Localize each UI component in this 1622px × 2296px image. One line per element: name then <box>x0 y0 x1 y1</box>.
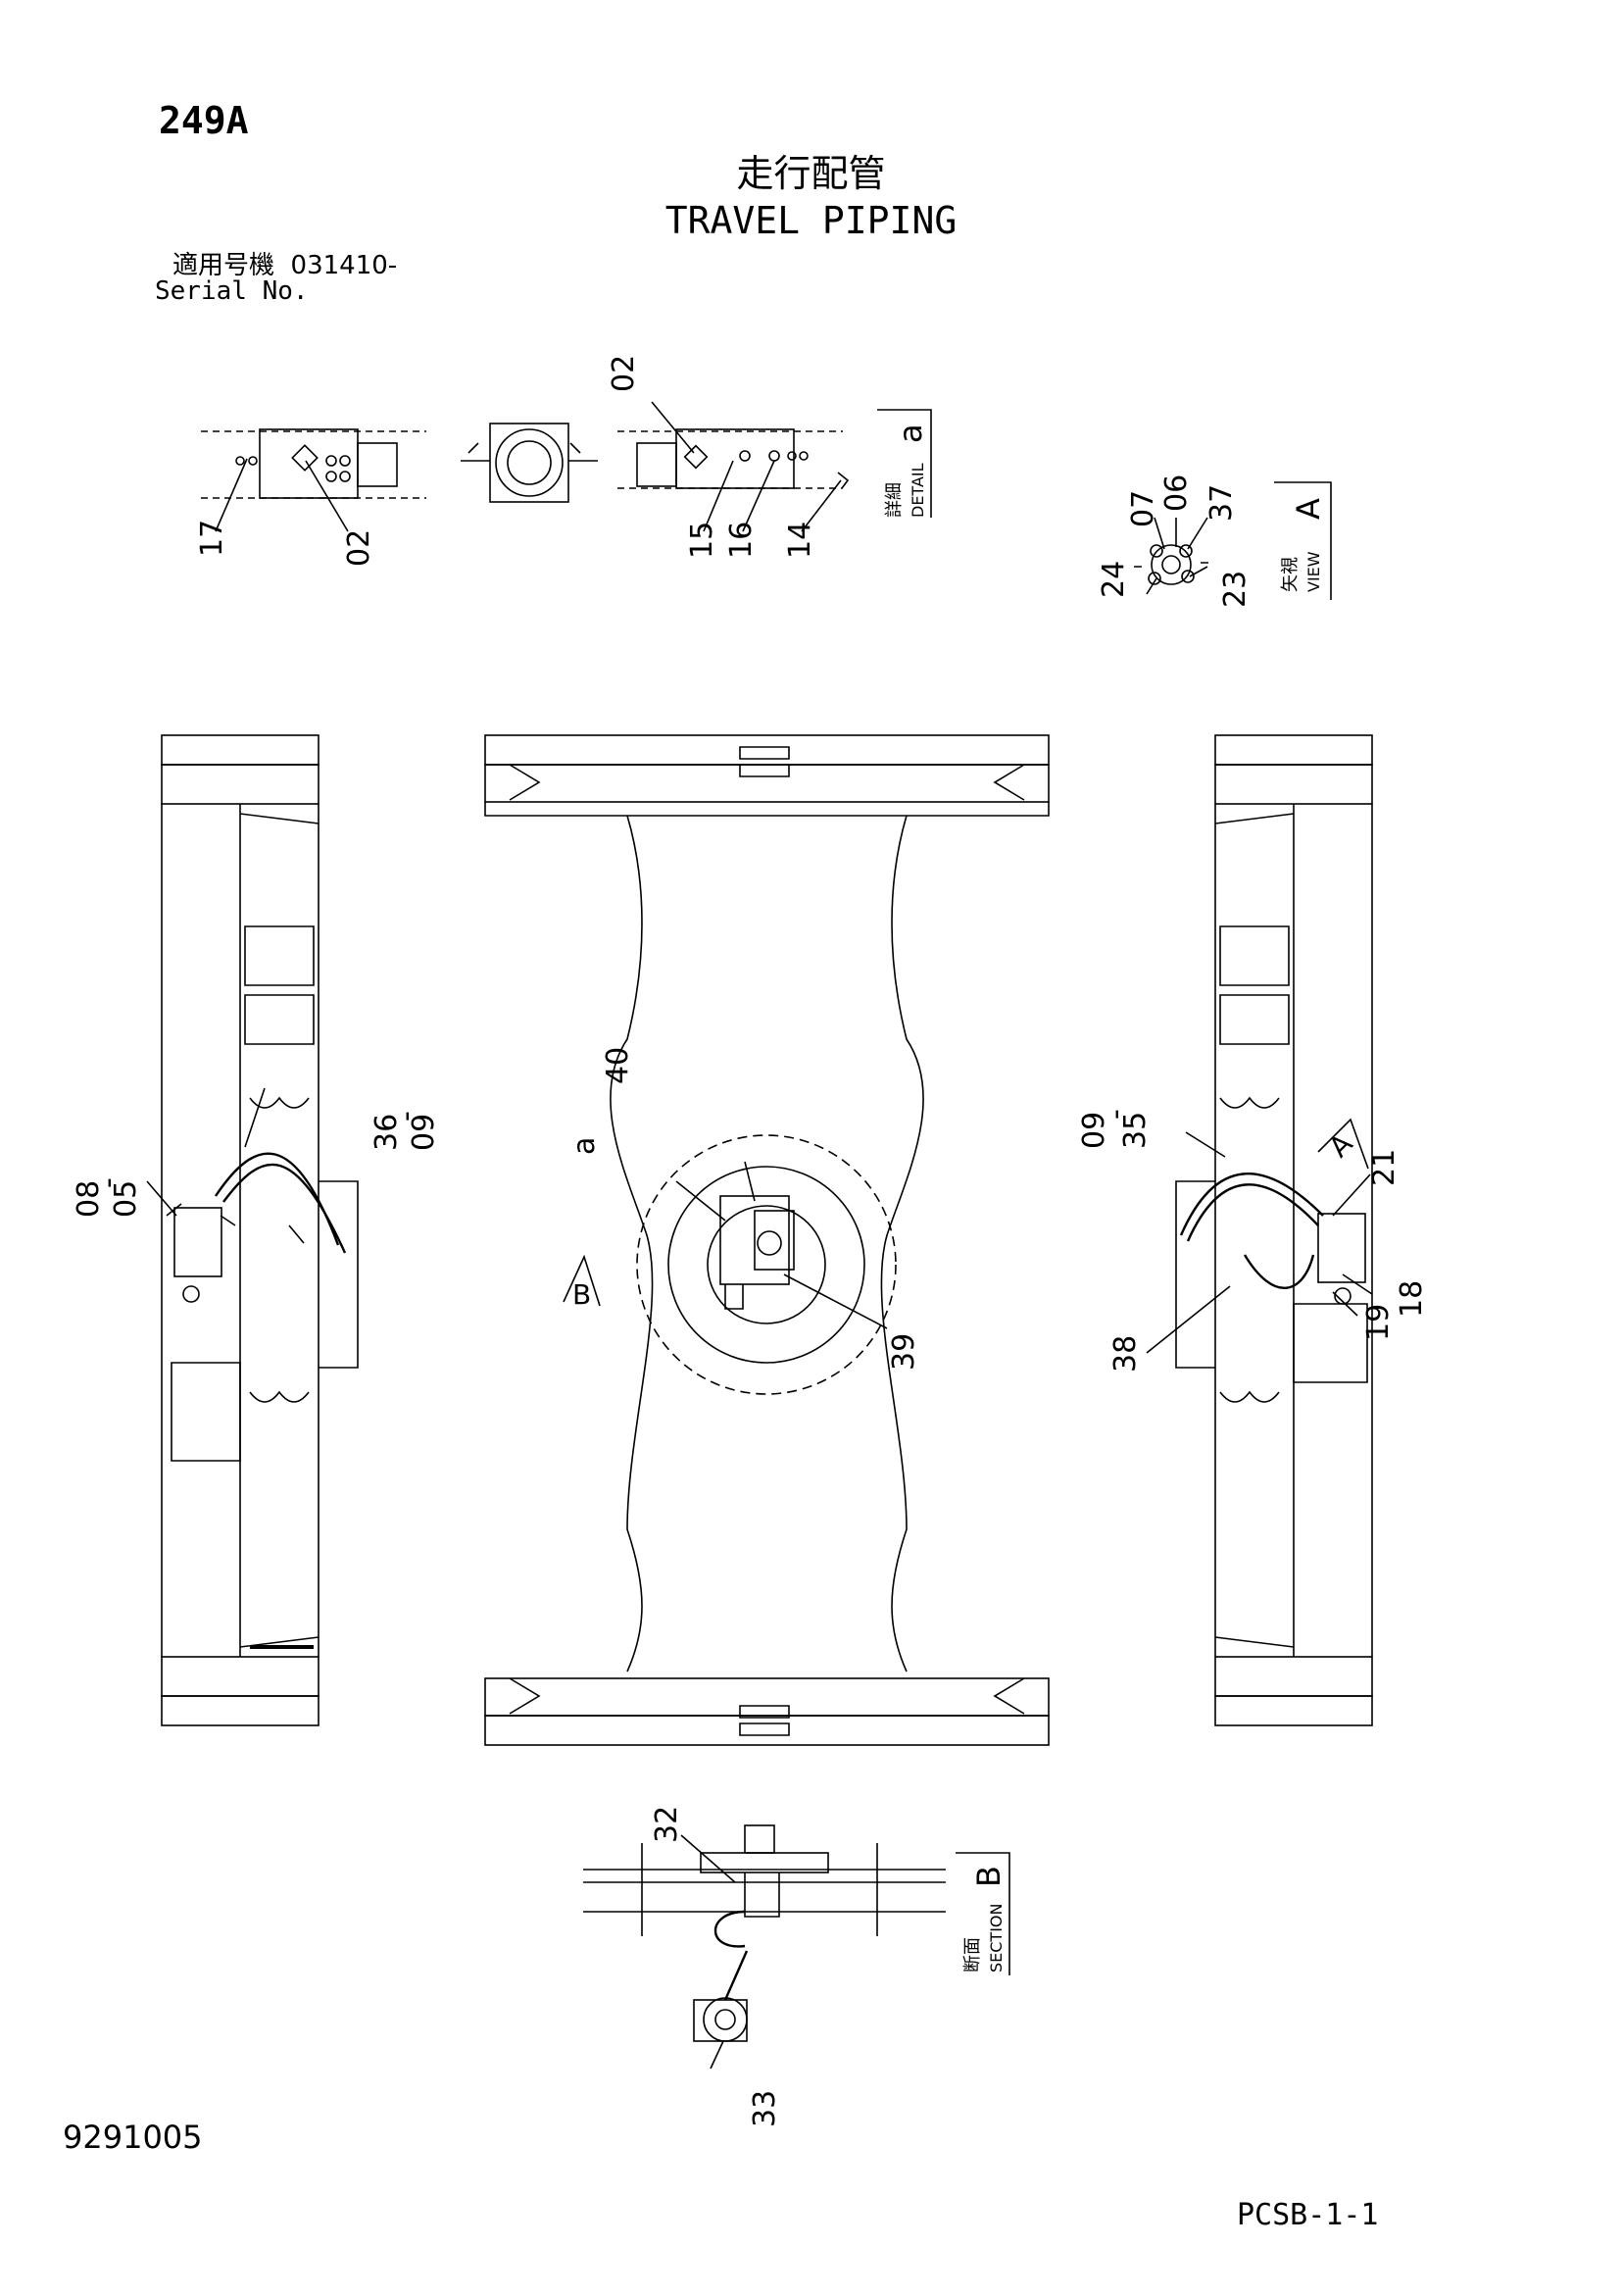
detail-a-views <box>201 401 850 532</box>
section-b-label: 断面 SECTION B <box>956 1852 1010 1975</box>
view-a-figure <box>1134 517 1208 595</box>
serial-value: 031410- <box>290 251 398 280</box>
section-b-callouts: 32 33 <box>650 1806 782 2127</box>
left-callout-separator: - <box>91 1177 125 1188</box>
right-callout: 18 <box>1395 1280 1429 1318</box>
detail-a-label: 詳細 DETAIL a <box>877 409 932 518</box>
detail-callout: 17 <box>195 520 229 557</box>
detail-callout: 02 <box>342 529 376 567</box>
detail-letter: a <box>892 424 929 443</box>
view-marker-a-letter: A <box>1323 1127 1359 1164</box>
view-marker-b: B <box>563 1254 601 1311</box>
drawing-number: 9291005 <box>63 2119 203 2156</box>
center-callout: 39 <box>887 1333 921 1371</box>
serial-number-line: 適用号機 031410- <box>172 253 397 278</box>
view-callout: 06 <box>1159 474 1194 512</box>
serial-label: Serial No. <box>155 276 309 306</box>
page-title: TRAVEL PIPING <box>664 199 958 242</box>
view-label-japanese: 矢視 <box>1280 557 1301 592</box>
view-label: VIEW <box>1304 551 1323 592</box>
left-callout: 09 <box>407 1114 441 1151</box>
right-callout: 21 <box>1367 1149 1401 1186</box>
right-callout: 09 <box>1077 1112 1111 1149</box>
center-callout: 40 <box>601 1047 635 1084</box>
page-title-japanese: 走行配管 <box>736 152 886 195</box>
view-marker-a: A <box>1317 1118 1369 1170</box>
right-side-callouts: 09 35 - 21 18 19 38 <box>1077 1109 1429 1373</box>
right-callout: 38 <box>1108 1335 1143 1373</box>
center-frame <box>484 734 1050 1746</box>
left-callout: 05 <box>109 1180 143 1218</box>
right-callout: 35 <box>1118 1112 1153 1149</box>
detail-label: DETAIL <box>909 463 927 518</box>
section-letter: B <box>970 1866 1008 1887</box>
left-callout: 08 <box>72 1180 106 1218</box>
section-label-japanese: 断面 <box>962 1937 983 1972</box>
detail-callout: 02 <box>607 355 641 392</box>
serial-label-japanese: 適用号機 <box>172 251 275 280</box>
section-b-figure <box>583 1824 946 2070</box>
view-marker-b-letter: B <box>572 1278 591 1311</box>
view-a-label: 矢視 VIEW A <box>1274 481 1332 600</box>
section-callout: 33 <box>748 2090 782 2127</box>
center-callouts: 40 a 39 <box>567 1047 921 1371</box>
view-callout: 07 <box>1126 490 1160 527</box>
view-callout: 37 <box>1204 484 1239 522</box>
detail-callout: 16 <box>724 522 759 559</box>
section-label: SECTION <box>987 1904 1006 1973</box>
detail-callout: 14 <box>783 522 817 559</box>
right-side-frame <box>1146 734 1373 1726</box>
left-side-callouts: 08 05 - 36 09 - <box>72 1111 441 1218</box>
detail-a-callouts: 17 02 02 15 16 14 <box>195 355 817 567</box>
sheet-code: PCSB-1-1 <box>1237 2198 1379 2232</box>
right-callout: 19 <box>1361 1304 1396 1341</box>
detail-label-japanese: 詳細 <box>884 482 905 518</box>
right-callout-separator: - <box>1099 1109 1133 1120</box>
view-a-callouts: 07 06 37 24 23 <box>1097 474 1253 608</box>
left-callout-separator: - <box>389 1111 423 1122</box>
view-callout: 24 <box>1097 561 1131 598</box>
left-callout: 36 <box>369 1114 404 1151</box>
page-code: 249A <box>159 99 249 142</box>
view-letter: A <box>1290 498 1327 520</box>
view-callout: 23 <box>1218 571 1253 608</box>
section-callout: 32 <box>650 1806 684 1843</box>
left-side-frame <box>146 734 359 1726</box>
center-callout: a <box>567 1137 602 1155</box>
detail-callout: 15 <box>685 522 719 559</box>
